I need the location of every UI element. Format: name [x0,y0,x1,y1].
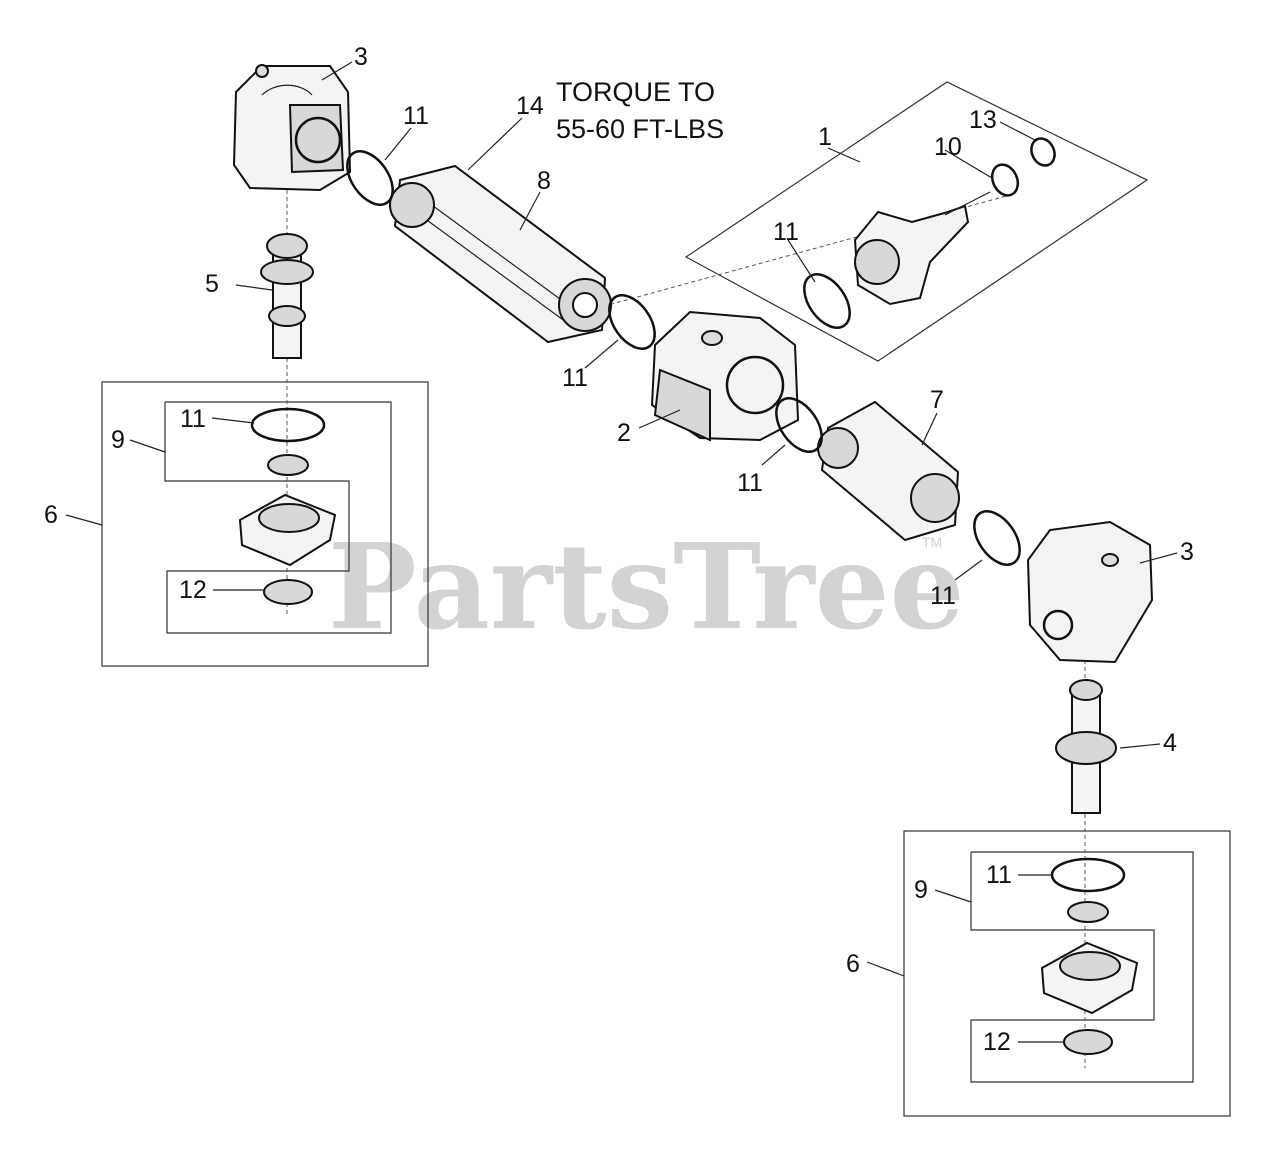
callout-11-assembly: 11 [773,218,799,246]
housing-part-3-right [1026,520,1154,664]
callout-13: 13 [969,106,997,134]
callout-12-left: 12 [179,576,207,604]
callout-11-right-kit: 11 [986,861,1012,889]
kit-box-9-right [970,851,1194,1083]
callout-11-lower: 11 [737,469,763,497]
watermark: PartsTree TM [328,517,965,656]
tube-part-7 [817,400,960,542]
watermark-tm: TM [922,534,942,550]
callout-1: 1 [818,123,832,151]
kit-box-6-left [101,381,429,667]
leader-lines [65,61,1178,1043]
callout-3-right: 3 [1180,538,1194,566]
tube-part-8 [389,164,612,344]
torque-note-line1: TORQUE TO [556,77,715,107]
shaft-part-4 [1055,679,1117,814]
callout-6-right: 6 [846,950,860,978]
right-kit-parts [1040,901,1139,1055]
callout-8: 8 [537,167,551,195]
callout-2: 2 [617,419,631,447]
kit-box-6-right [903,830,1231,1117]
callout-7: 7 [930,386,944,414]
callout-3-top: 3 [354,43,368,71]
left-kit-parts [238,454,337,605]
callouts: 3 11 14 8 1 10 13 11 5 11 2 7 11 3 11 4 … [44,43,1194,1056]
callout-11-top: 11 [403,102,429,130]
callout-11-left-kit: 11 [180,405,206,433]
housing-part-2 [650,310,800,442]
callout-10: 10 [934,133,962,161]
shaft-part-5 [260,233,314,359]
callout-12-right: 12 [983,1028,1011,1056]
washers [990,137,1056,197]
callout-4: 4 [1163,729,1177,757]
gear-part-1 [853,191,991,306]
callout-11-right: 11 [930,582,956,610]
callout-11-center: 11 [562,364,588,392]
watermark-brand: PartsTree [328,517,965,656]
callout-6-left: 6 [44,501,58,529]
torque-note: TORQUE TO 55-60 FT-LBS [556,77,724,144]
kit-box-9-left [164,401,392,634]
assembly-box-1 [684,81,1149,362]
torque-note-line2: 55-60 FT-LBS [556,114,724,144]
callout-14: 14 [516,92,544,120]
callout-9-left: 9 [111,426,125,454]
callout-9-right: 9 [914,876,928,904]
axis-top [589,194,1011,311]
callout-5: 5 [205,270,219,298]
housing-part-3-top [232,64,352,192]
